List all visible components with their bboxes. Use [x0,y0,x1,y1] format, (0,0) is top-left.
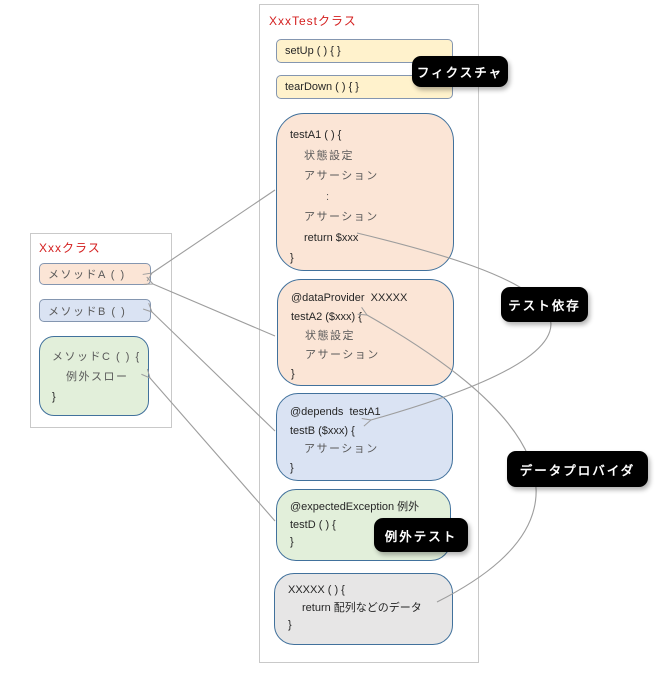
code-line: testB ($xxx) { [290,424,355,437]
code-line: アサーション [304,443,379,455]
code-line: @expectedException 例外 [290,501,420,513]
xxx-class-panel: Xxxクラス メソッドA ( ) メソッドB ( ) メソッドC ( ) { 例… [30,233,172,428]
code-line: XXXXX ( ) { [288,584,345,596]
test-a2-box: @dataProvider XXXXX testA2 ($xxx) { 状態設定… [277,279,454,386]
code-line: testA2 ($xxx) { [291,311,362,323]
data-provider-box: XXXXX ( ) { return 配列などのデータ } [274,573,453,645]
method-c-box: メソッドC ( ) { 例外スロー } [39,336,149,416]
code-line: } [52,391,56,403]
code-line: @depends testA1 [290,406,381,418]
code-line: : [326,190,331,203]
xxx-test-class-title: XxxTestクラス [269,14,357,28]
code-line: 状態設定 [305,330,355,342]
exception-test-callout: 例外テスト [374,518,468,552]
code-line: } [290,461,294,474]
test-b-box: @depends testA1 testB ($xxx) { アサーション } [276,393,453,481]
method-b-box: メソッドB ( ) [39,299,151,322]
fixture-callout: フィクスチャ [412,56,508,87]
code-line: アサーション [304,211,379,223]
method-b-label: メソッドB ( ) [48,305,127,318]
code-line: メソッドC ( ) { [52,351,141,363]
code-line: } [291,368,295,380]
data-provider-callout: データプロバイダ [507,451,648,487]
setup-label: setUp ( ) { } [285,45,341,57]
code-line: return 配列などのデータ [302,601,422,614]
teardown-box: tearDown ( ) { } [276,75,453,99]
code-line: アサーション [305,349,380,361]
code-line: 状態設定 [304,149,354,162]
test-a1-box: testA1 ( ) { 状態設定 アサーション : アサーション return… [276,113,454,271]
code-line: @dataProvider XXXXX [291,292,408,304]
teardown-label: tearDown ( ) { } [285,81,359,93]
method-a-label: メソッドA ( ) [48,269,126,281]
xxx-class-title: Xxxクラス [39,241,101,255]
code-line: } [290,252,294,264]
code-line: } [290,536,294,548]
xxx-test-class-panel: XxxTestクラス setUp ( ) { } tearDown ( ) { … [259,4,479,663]
code-line: testA1 ( ) { [290,129,342,141]
code-line: testD ( ) { [290,518,336,531]
setup-box: setUp ( ) { } [276,39,453,63]
code-line: return $xxx [304,231,359,244]
code-line: アサーション [304,170,379,182]
code-line: 例外スロー [66,371,129,383]
method-a-box: メソッドA ( ) [39,263,151,285]
code-line: } [288,619,292,631]
test-dependency-callout: テスト依存 [501,287,588,322]
